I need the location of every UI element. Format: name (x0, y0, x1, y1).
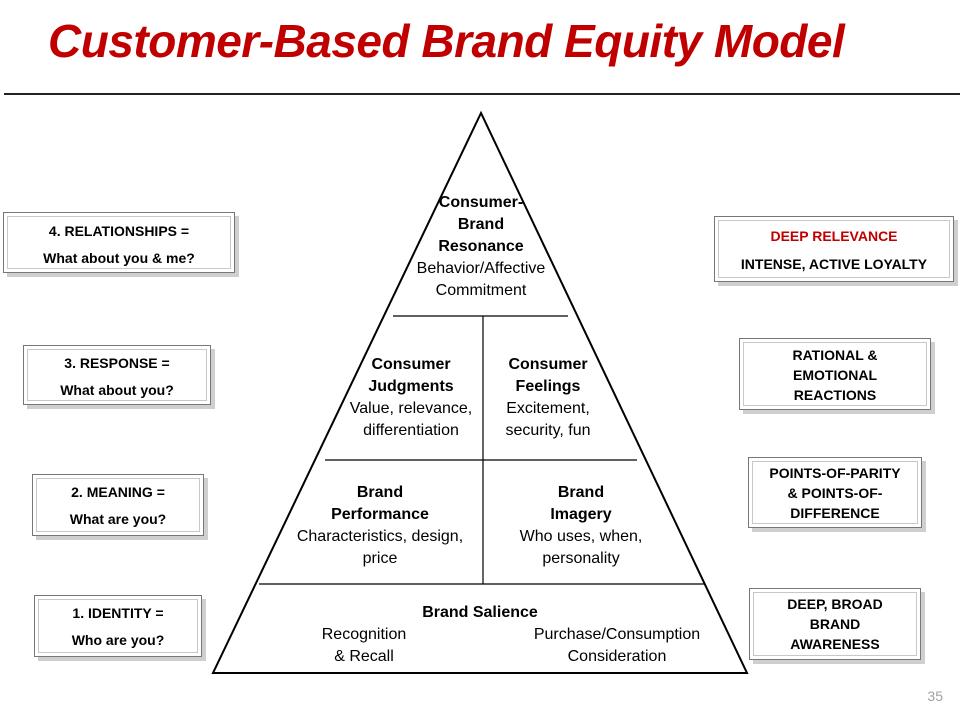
right-box-meaning-line-3: DIFFERENCE (790, 505, 880, 521)
left-box-relationships: 4. RELATIONSHIPS = What about you & me? (3, 212, 235, 273)
left-box-identity: 1. IDENTITY = Who are you? (34, 595, 202, 657)
slide-title: Customer-Based Brand Equity Model (48, 15, 845, 67)
imagery-heading-1: Brand (557, 484, 605, 501)
feelings-block: Consumer Feelings Excitement, security, … (488, 354, 608, 442)
right-box-resonance: DEEP RELEVANCE INTENSE, ACTIVE LOYALTY (714, 216, 954, 282)
left-box-meaning-line-2: What are you? (69, 511, 167, 527)
pyramid-outline (211, 110, 749, 674)
right-box-response: RATIONAL & EMOTIONAL REACTIONS (739, 338, 931, 410)
right-box-identity-line-3: AWARENESS (790, 636, 880, 652)
feelings-desc-1: Excitement, (506, 400, 590, 417)
resonance-block: Consumer- Brand Resonance Behavior/Affec… (400, 192, 562, 302)
right-box-identity: DEEP, BROAD BRAND AWARENESS (749, 588, 921, 660)
performance-desc-2: price (362, 550, 398, 567)
judgments-heading-2: Judgments (368, 378, 454, 395)
right-box-resonance-line-2: INTENSE, ACTIVE LOYALTY (740, 256, 928, 272)
salience-right: Purchase/Consumption Consideration (517, 624, 717, 668)
resonance-heading-2: Brand (457, 216, 505, 233)
judgments-block: Consumer Judgments Value, relevance, dif… (332, 354, 490, 442)
right-box-response-line-3: REACTIONS (793, 387, 877, 403)
imagery-block: Brand Imagery Who uses, when, personalit… (505, 482, 657, 570)
resonance-heading-1: Consumer- (438, 194, 524, 211)
salience-left-2: & Recall (334, 648, 394, 665)
performance-block: Brand Performance Characteristics, desig… (280, 482, 480, 570)
imagery-heading-2: Imagery (550, 506, 612, 523)
feelings-heading-1: Consumer (508, 356, 588, 373)
right-box-response-line-1: RATIONAL & (792, 347, 878, 363)
left-box-meaning: 2. MEANING = What are you? (32, 474, 204, 536)
right-box-response-line-2: EMOTIONAL (793, 367, 877, 383)
right-box-meaning-line-2: & POINTS-OF- (787, 485, 883, 501)
performance-desc-1: Characteristics, design, (296, 528, 464, 545)
salience-right-1: Purchase/Consumption (533, 626, 701, 643)
resonance-heading-3: Resonance (438, 238, 524, 255)
page-number: 35 (927, 688, 943, 704)
imagery-desc-1: Who uses, when, (519, 528, 643, 545)
judgments-heading-1: Consumer (371, 356, 451, 373)
feelings-desc-2: security, fun (505, 422, 591, 439)
right-box-identity-line-2: BRAND (809, 616, 861, 632)
left-box-identity-line-2: Who are you? (71, 632, 165, 648)
left-box-response-line-2: What about you? (60, 382, 174, 398)
feelings-heading-2: Feelings (515, 378, 581, 395)
salience-heading: Brand Salience (380, 602, 580, 624)
performance-heading-2: Performance (331, 506, 429, 523)
title-divider (4, 93, 960, 95)
left-box-response-line-1: 3. RESPONSE = (64, 355, 170, 371)
salience-left: Recognition & Recall (300, 624, 428, 668)
left-box-identity-line-1: 1. IDENTITY = (72, 605, 164, 621)
salience-right-2: Consideration (567, 648, 667, 665)
salience-heading-text: Brand Salience (422, 604, 538, 621)
imagery-desc-2: personality (542, 550, 620, 567)
salience-left-1: Recognition (321, 626, 407, 643)
left-box-relationships-line-2: What about you & me? (43, 250, 195, 266)
resonance-desc-1: Behavior/Affective (416, 260, 546, 277)
left-box-response: 3. RESPONSE = What about you? (23, 345, 211, 405)
left-box-meaning-line-1: 2. MEANING = (71, 484, 165, 500)
right-box-meaning-line-1: POINTS-OF-PARITY (769, 465, 901, 481)
right-box-meaning: POINTS-OF-PARITY & POINTS-OF- DIFFERENCE (748, 457, 922, 528)
left-box-relationships-line-1: 4. RELATIONSHIPS = (48, 223, 190, 239)
judgments-desc-2: differentiation (363, 422, 459, 439)
resonance-desc-2: Commitment (435, 282, 527, 299)
performance-heading-1: Brand (356, 484, 404, 501)
right-box-resonance-line-1: DEEP RELEVANCE (770, 228, 898, 244)
judgments-desc-1: Value, relevance, (349, 400, 473, 417)
right-box-identity-line-1: DEEP, BROAD (787, 596, 883, 612)
